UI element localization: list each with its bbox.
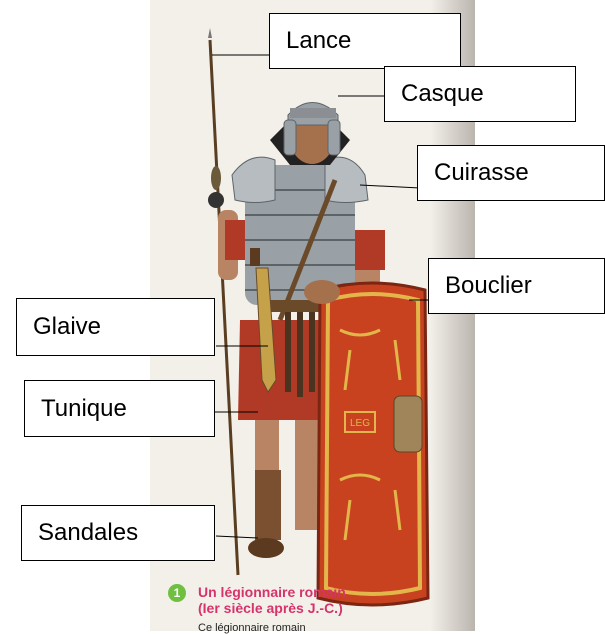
label-bouclier: Bouclier [428,258,605,314]
label-sandales: Sandales [21,505,215,561]
label-lance: Lance [269,13,461,69]
head [270,103,350,166]
caption-number-badge: 1 [168,584,186,602]
label-cuirasse: Cuirasse [417,145,605,201]
caption-title: Un légionnaire romain [198,584,346,600]
label-glaive: Glaive [16,298,215,356]
shield: LEG [318,283,428,605]
label-casque: Casque [384,66,576,122]
caption-text: Ce légionnaire romain [198,622,306,634]
caption-subtitle: (Ier siècle après J.-C.) [198,600,343,616]
label-tunique: Tunique [24,380,215,437]
legs [248,400,319,558]
shield-stamp: LEG [350,418,370,429]
